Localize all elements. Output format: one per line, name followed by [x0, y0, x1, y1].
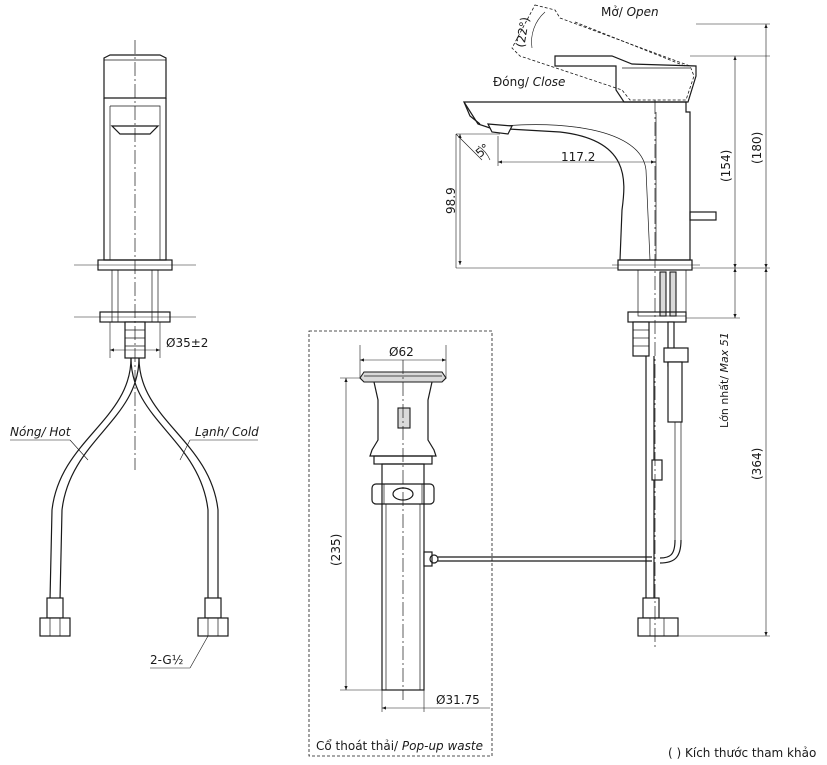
mount-diameter-label: Ø35±2 — [166, 336, 208, 350]
height-364-label: (364) — [750, 448, 764, 480]
open-label: Mở/ Open — [601, 5, 659, 19]
pop-up-waste-view — [308, 330, 652, 757]
max-deck-label: Lớn nhất/ Max 51 — [718, 332, 731, 428]
spout-angle-label: 5° — [473, 141, 492, 160]
waste-title: Cổ thoát thải/ Pop-up waste — [316, 739, 483, 753]
spout-reach-label: 117.2 — [561, 150, 595, 164]
side-view — [455, 4, 770, 650]
close-label: Đóng/ Close — [493, 75, 565, 89]
open-angle-label: (22°) — [513, 16, 532, 49]
hot-label: Nóng/ Hot — [10, 425, 72, 439]
thread-label: 2-G½ — [150, 653, 183, 667]
cold-label: Lạnh/ Cold — [195, 425, 259, 439]
front-view — [10, 40, 258, 669]
spout-height-label: 98.9 — [444, 187, 458, 214]
height-180-label: (180) — [750, 132, 764, 164]
waste-length-label: (235) — [329, 534, 343, 566]
waste-top-diameter: Ø62 — [389, 345, 414, 359]
waste-tail-diameter: Ø31.75 — [436, 693, 480, 707]
height-154-label: (154) — [719, 150, 733, 182]
reference-legend: ( ) Kích thước tham khảo — [668, 746, 816, 760]
